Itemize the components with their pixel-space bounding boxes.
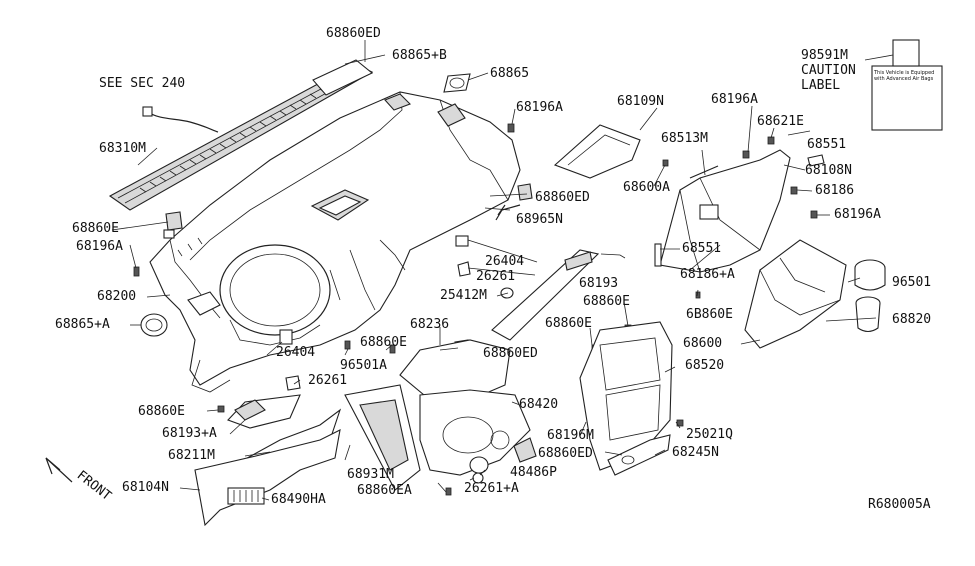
caution-part-number: 98591M xyxy=(801,48,848,63)
label-68865b: 68865+B xyxy=(392,48,447,63)
label-68965n: 68965N xyxy=(516,212,563,227)
label-26261-1: 26261 xyxy=(476,269,516,284)
label-68200: 68200 xyxy=(97,289,137,304)
label-68196a-2: 68196A xyxy=(711,92,758,107)
label-26404-2: 26404 xyxy=(276,345,316,360)
instrument-panel-body xyxy=(149,91,521,393)
label-68211m: 68211M xyxy=(168,448,215,463)
label-68186a: 68186+A xyxy=(680,267,735,282)
label-68860ed-2: 68860ED xyxy=(535,190,590,205)
center-finisher xyxy=(579,321,673,471)
label-68193: 68193 xyxy=(579,276,619,291)
sticker-line-1: This Vehicle is Equipped xyxy=(874,70,935,76)
sticker-text: This Vehicle is Equipped with Advanced A… xyxy=(874,70,940,82)
drawing-code: R680005A xyxy=(868,497,931,512)
label-26261a: 26261+A xyxy=(464,481,519,496)
label-68196m: 68196M xyxy=(547,428,594,443)
label-68860e-5: 68860E xyxy=(360,335,407,350)
small-part xyxy=(654,243,662,267)
label-68860e-4: 68860E xyxy=(545,316,592,331)
label-68104n: 68104N xyxy=(122,480,169,495)
label-68196a-1: 68196A xyxy=(516,100,563,115)
lower-cover xyxy=(194,429,341,527)
label-68820: 68820 xyxy=(892,312,932,327)
label-48486p: 48486P xyxy=(510,465,557,480)
label-68420: 68420 xyxy=(519,397,559,412)
caution-text: CAUTION xyxy=(801,63,856,78)
wire-harness xyxy=(147,111,219,133)
harness-connector xyxy=(142,106,153,117)
small-clip xyxy=(807,154,825,167)
label-68109n: 68109N xyxy=(617,94,664,109)
cup-holder xyxy=(854,259,886,333)
label-68186-1: 68186 xyxy=(815,183,855,198)
front-arrow-icon xyxy=(45,457,73,483)
label-68860e-3: 6B860E xyxy=(686,307,733,322)
side-cover xyxy=(344,384,421,491)
side-console xyxy=(659,149,791,273)
rod xyxy=(689,165,719,179)
trim-strip xyxy=(491,249,600,341)
label-68520: 68520 xyxy=(685,358,725,373)
label-68860ed-3: 68860ED xyxy=(483,346,538,361)
label-96501: 96501 xyxy=(892,275,932,290)
label-68865a: 68865+A xyxy=(55,317,110,332)
sticker-line-2: with Advanced Air Bags xyxy=(874,76,934,82)
label-25021q: 25021Q xyxy=(686,427,733,442)
label-68860e-1: 68860E xyxy=(72,221,119,236)
caution-label-text: LABEL xyxy=(801,78,841,93)
label-68310m: 68310M xyxy=(99,141,146,156)
label-68860ea: 68860EA xyxy=(357,483,412,498)
label-26261-2: 26261 xyxy=(308,373,348,388)
label-26404-1: 26404 xyxy=(485,254,525,269)
label-68621e: 68621E xyxy=(757,114,804,129)
label-68490ha: 68490HA xyxy=(271,492,326,507)
label-25412m: 25412M xyxy=(440,288,487,303)
round-vent-top xyxy=(443,73,471,93)
label-68196a-3: 68196A xyxy=(834,207,881,222)
label-96501a: 96501A xyxy=(340,358,387,373)
label-68108n: 68108N xyxy=(805,163,852,178)
label-68931m: 68931M xyxy=(347,467,394,482)
label-68600a: 68600A xyxy=(623,180,670,195)
label-68196a-4: 68196A xyxy=(76,239,123,254)
label-68551-2: 68551 xyxy=(682,241,722,256)
label-68236: 68236 xyxy=(410,317,450,332)
cluster-lid xyxy=(399,339,531,476)
leader-lines xyxy=(111,40,894,501)
caution-sticker xyxy=(871,39,943,131)
label-see-sec-240: SEE SEC 240 xyxy=(99,76,186,91)
label-68193a: 68193+A xyxy=(162,426,217,441)
label-68551-1: 68551 xyxy=(807,137,847,152)
label-68245n: 68245N xyxy=(672,445,719,460)
top-plate xyxy=(312,59,374,96)
label-68513m: 68513M xyxy=(661,131,708,146)
label-68600: 68600 xyxy=(683,336,723,351)
round-vent-left xyxy=(140,313,168,337)
vent-grilles xyxy=(469,437,537,474)
label-68860ed-top: 68860ED xyxy=(326,26,381,41)
label-68865: 68865 xyxy=(490,66,530,81)
glove-box xyxy=(744,239,847,349)
label-68860e-2: 68860E xyxy=(583,294,630,309)
tray xyxy=(553,124,641,179)
wire-bracket xyxy=(495,204,521,221)
label-68860e-6: 68860E xyxy=(138,404,185,419)
label-68860ed-4: 68860ED xyxy=(538,446,593,461)
bulb xyxy=(472,472,484,484)
defroster-grille xyxy=(108,63,374,211)
hazard-switch xyxy=(607,434,671,476)
